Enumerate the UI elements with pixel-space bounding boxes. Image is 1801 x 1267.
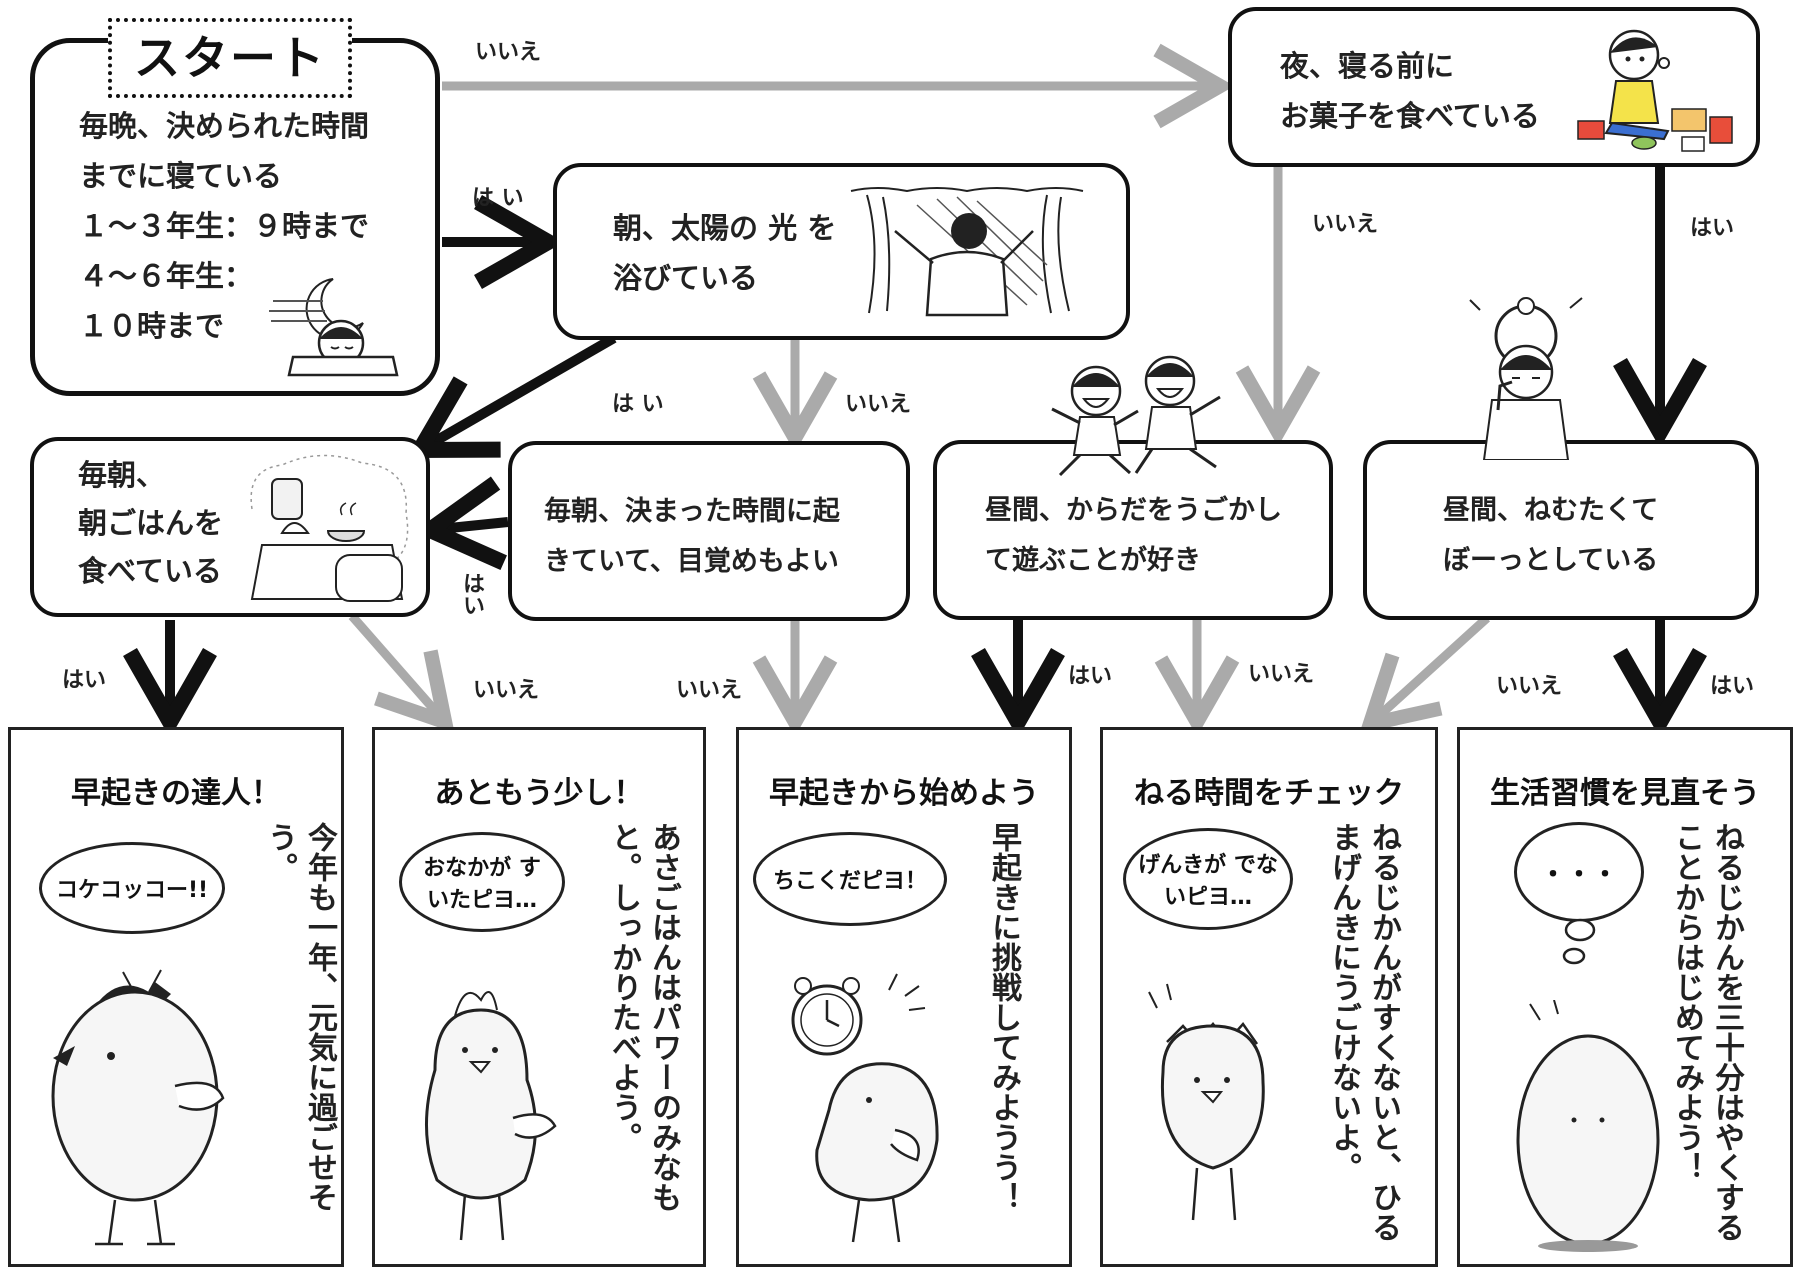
question-line: 食べている: [78, 554, 222, 588]
curtain-sunlight-icon: [850, 187, 1084, 317]
speech-bubble: コケコッコー!!: [39, 842, 225, 934]
speech-bubble: ちこくだピヨ！: [753, 832, 947, 926]
question-line: 朝、太陽の 光 を: [613, 211, 837, 245]
result-title: あともう少し！: [434, 776, 644, 811]
result-card: 早起きの達人！ 今年も一年、元気に過ごせそう。 コケコッコー!!: [8, 727, 344, 1267]
label-no: いいえ: [473, 678, 540, 703]
label-no: いいえ: [1312, 212, 1379, 237]
result-message: 早起きに挑戦してみようう！: [986, 822, 1021, 1212]
question-line: １～３年生：９時まで: [79, 209, 370, 243]
question-line: 毎朝、: [78, 458, 166, 492]
question-line: までに寝ている: [79, 159, 283, 193]
question-line: 毎朝、決まった時間に起: [544, 496, 840, 527]
question-line: 朝ごはんを: [78, 506, 224, 540]
result-title: 生活習慣を見直そう: [1490, 776, 1760, 811]
result-card: あともう少し！ あさごはんはパワーのみなもと。しっかりたべよう。 おなかが すい…: [372, 727, 706, 1267]
arrow-wake-yes: [413, 476, 509, 570]
label-no: いいえ: [475, 40, 542, 65]
hatching-chick-icon: [1148, 983, 1265, 1221]
result-message: ねるじかんを三十分はやくすることからはじめてみよう！: [1669, 822, 1744, 1242]
label-no: いいえ: [845, 392, 912, 417]
result-message: ねるじかんがすくないと、ひるまげんきにうごけないよ。: [1326, 822, 1401, 1242]
question-line: ぼーっとしている: [1443, 545, 1659, 576]
breakfast-table-icon: [250, 454, 409, 602]
label-yes: はい: [1710, 674, 1755, 699]
result-card: 早起きから始めよう 早起きに挑戦してみようう！ ちこくだピヨ！: [736, 727, 1072, 1267]
question-daytime-sleepy: 昼間、ねむたくて ぼーっとしている: [1363, 440, 1759, 620]
label-no: いいえ: [1248, 662, 1315, 687]
question-line: ４～６年生：: [79, 259, 254, 293]
thought-bubbles-icon: [1562, 918, 1596, 965]
question-daytime-play: 昼間、からだをうごかし て遊ぶことが好き: [933, 440, 1333, 620]
chicken-icon: [51, 969, 225, 1246]
label-yes: はい: [1068, 664, 1113, 689]
label-yes: は い: [472, 186, 524, 211]
label-no: いいえ: [676, 678, 743, 703]
question-line: 昼間、ねむたくて: [1443, 495, 1659, 526]
question-line: て遊ぶことが好き: [985, 545, 1201, 576]
question-breakfast: 毎朝、 朝ごはんを 食べている: [30, 437, 430, 617]
question-line: 夜、寝る前に: [1280, 49, 1455, 83]
result-message: 今年も一年、元気に過ごせそう。: [262, 822, 337, 1212]
question-line: 昼間、からだをうごかし: [985, 495, 1282, 526]
label-yes: は い: [612, 392, 664, 417]
arrow-sleepy-no: [1359, 614, 1491, 734]
result-card: 生活習慣を見直そう ねるじかんを三十分はやくすることからはじめてみよう！ ・・・: [1457, 727, 1793, 1267]
label-yes: はい: [1690, 216, 1735, 241]
question-wake-up-on-time: 毎朝、決まった時間に起 きていて、目覚めもよい: [508, 441, 910, 621]
result-message: あさごはんはパワーのみなもと。しっかりたべよう。: [606, 822, 681, 1212]
question-start-bedtime: 毎晩、決められた時間 までに寝ている １～３年生：９時まで ４～６年生： １０時…: [30, 38, 440, 396]
alarm-clock-chick-icon: [791, 973, 939, 1243]
question-line: 毎晩、決められた時間: [79, 109, 370, 143]
speech-bubble: ・・・: [1514, 822, 1644, 922]
label-yes: はい: [62, 668, 107, 693]
question-line: お菓子を食べている: [1280, 99, 1540, 133]
speech-bubble: おなかが すいたピヨ…: [399, 832, 565, 932]
sleepy-child-icon: [1469, 297, 1583, 460]
sleeping-child-icon: [269, 278, 399, 377]
result-card: ねる時間をチェック ねるじかんがすくないと、ひるまげんきにうごけないよ。 げんき…: [1100, 727, 1438, 1267]
egg-icon: [1516, 1000, 1660, 1252]
label-no: いいえ: [1496, 674, 1563, 699]
chick-icon: [424, 991, 557, 1241]
question-line: きていて、目覚めもよい: [544, 546, 839, 577]
result-title: ねる時間をチェック: [1134, 776, 1404, 811]
child-eating-snacks-icon: [1577, 29, 1733, 152]
question-morning-sunlight: 朝、太陽の 光 を 浴びている: [553, 163, 1130, 340]
question-night-snack: 夜、寝る前に お菓子を食べている: [1228, 7, 1760, 167]
arrow-sun-yes: [406, 333, 617, 459]
result-title: 早起きから始めよう: [769, 776, 1039, 811]
question-line: １０時まで: [79, 309, 225, 343]
speech-bubble: げんきが でないピヨ…: [1123, 828, 1293, 930]
label-yes: はい: [459, 572, 484, 616]
children-running-icon: [1051, 355, 1221, 477]
question-line: 浴びている: [613, 261, 759, 295]
start-title: スタート: [108, 18, 352, 98]
arrow-breakfast-no: [348, 613, 455, 733]
result-title: 早起きの達人！: [71, 776, 281, 811]
